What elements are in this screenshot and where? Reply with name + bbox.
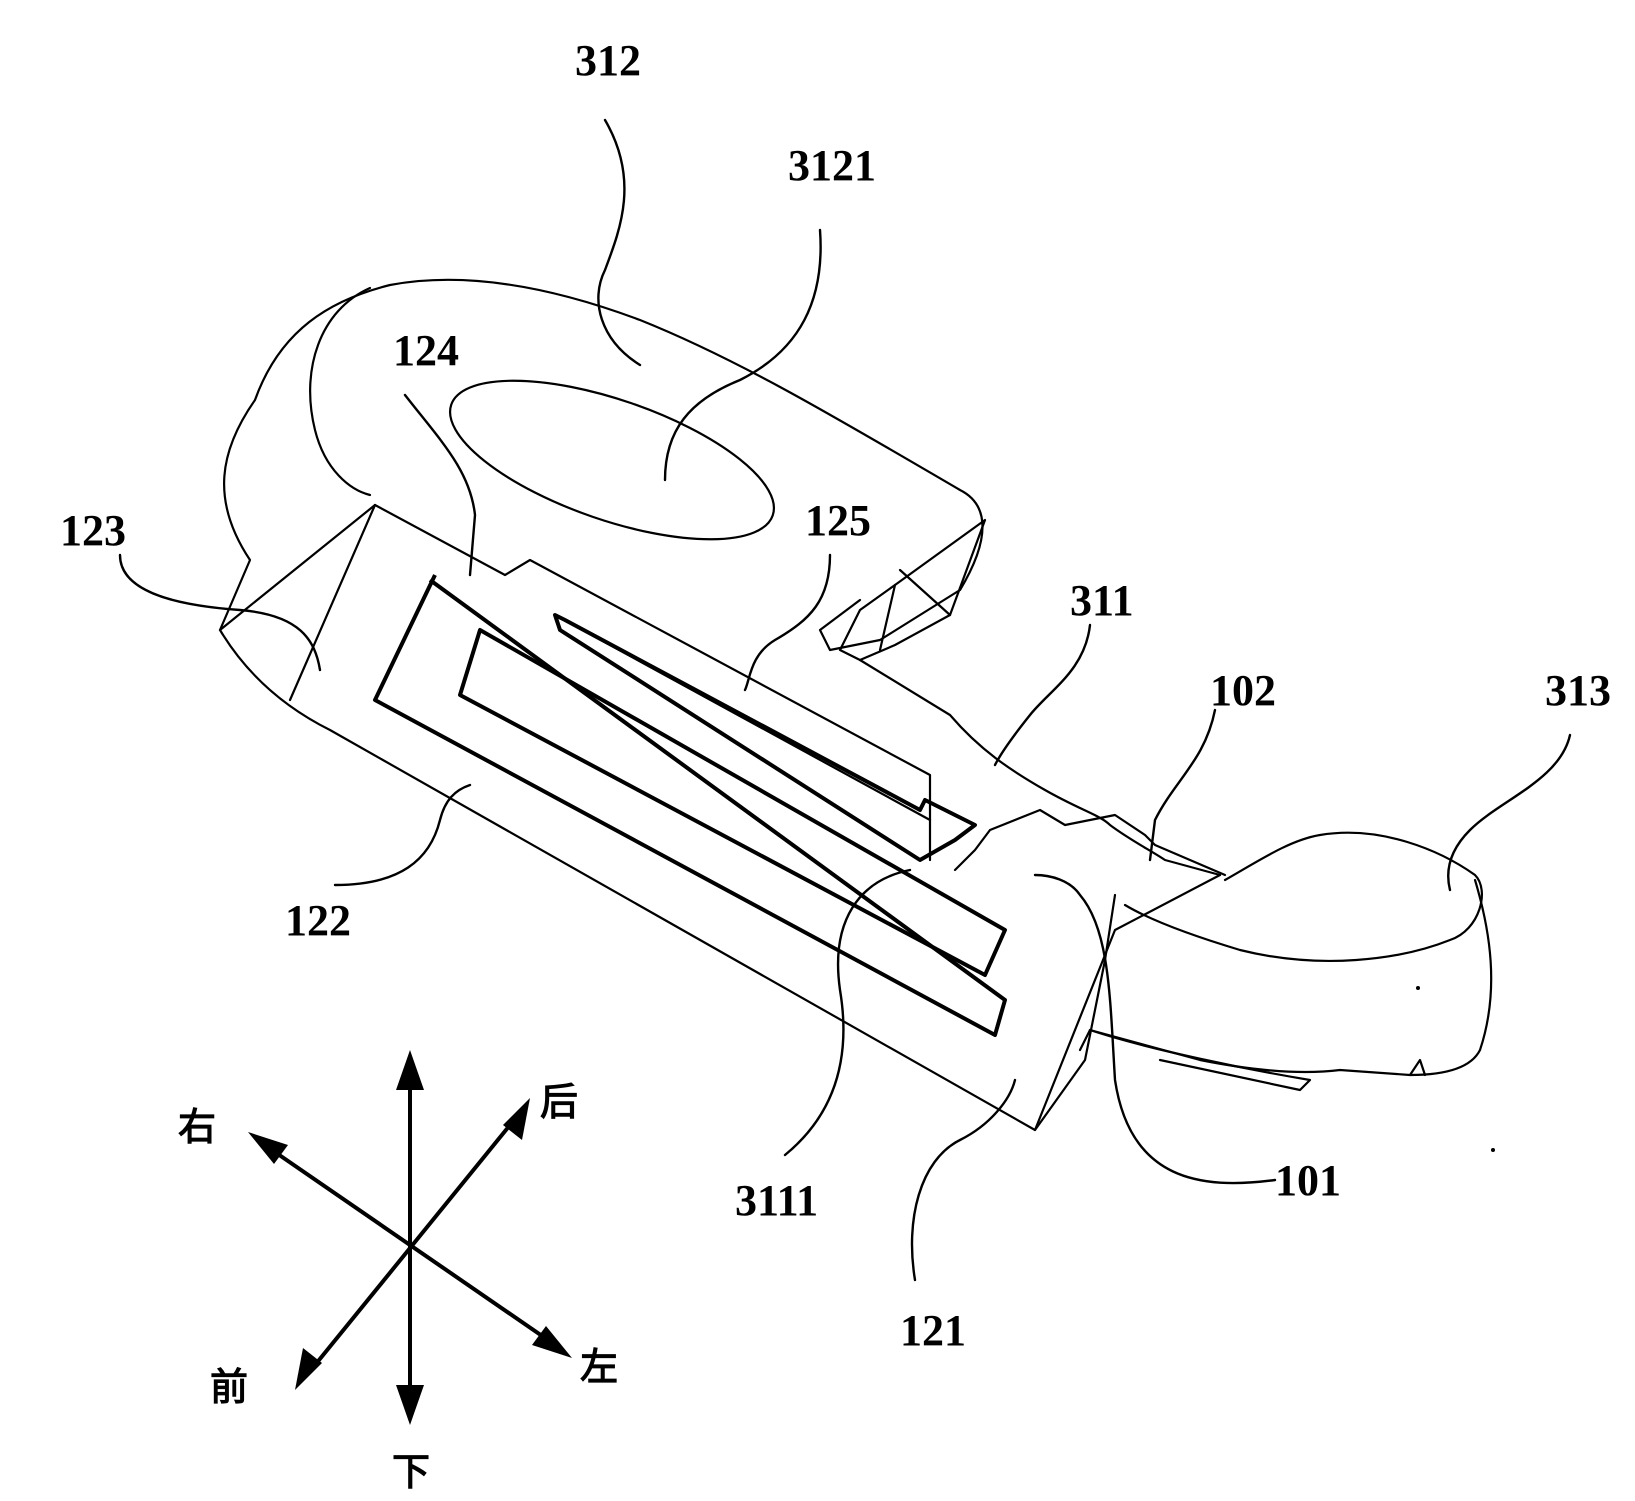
direction-left: 左 <box>580 1344 618 1389</box>
up-arrowhead <box>396 1050 424 1090</box>
leader-121 <box>912 1080 1015 1280</box>
component-body <box>220 280 1491 1130</box>
leader-3111 <box>785 870 910 1155</box>
speck <box>1416 986 1420 990</box>
label-125: 125 <box>805 496 871 545</box>
top-edge-plate <box>375 505 930 860</box>
leader-3121 <box>665 230 821 480</box>
label-3121: 3121 <box>788 141 876 190</box>
front-arrowhead <box>295 1348 322 1390</box>
leader-313 <box>1448 735 1570 890</box>
label-312: 312 <box>575 36 641 85</box>
speck <box>1491 1148 1495 1152</box>
notch-312-inner <box>880 570 950 650</box>
leader-311 <box>995 625 1090 765</box>
direction-right: 右 <box>178 1104 216 1149</box>
inner-contour-312 <box>310 288 370 495</box>
outer-contour-312 <box>220 280 983 650</box>
leader-312 <box>598 120 640 365</box>
label-124: 124 <box>393 326 459 375</box>
label-101: 101 <box>1275 1156 1341 1205</box>
leader-125 <box>745 555 830 690</box>
front-face <box>220 505 1115 1130</box>
leader-122 <box>335 785 470 885</box>
label-102: 102 <box>1210 666 1276 715</box>
plate-left-edge <box>290 505 375 700</box>
back-arrowhead <box>503 1098 530 1140</box>
label-313: 313 <box>1545 666 1611 715</box>
direction-front: 前 <box>210 1364 248 1409</box>
direction-back: 后 <box>540 1079 578 1124</box>
back-front-axis <box>315 1125 510 1365</box>
slot-125-edge <box>555 615 930 820</box>
leader-lines <box>120 120 1570 1280</box>
direction-indicator: 右 后 前 左 下 <box>178 1050 618 1494</box>
leader-124 <box>405 395 475 575</box>
label-123: 123 <box>60 506 126 555</box>
down-arrowhead <box>396 1385 424 1425</box>
label-3111: 3111 <box>735 1176 818 1225</box>
label-311: 311 <box>1070 576 1134 625</box>
direction-down: 下 <box>392 1449 430 1494</box>
head-313-notch <box>1410 1060 1425 1075</box>
label-121: 121 <box>900 1306 966 1355</box>
label-122: 122 <box>285 896 351 945</box>
leader-102 <box>1150 710 1215 860</box>
